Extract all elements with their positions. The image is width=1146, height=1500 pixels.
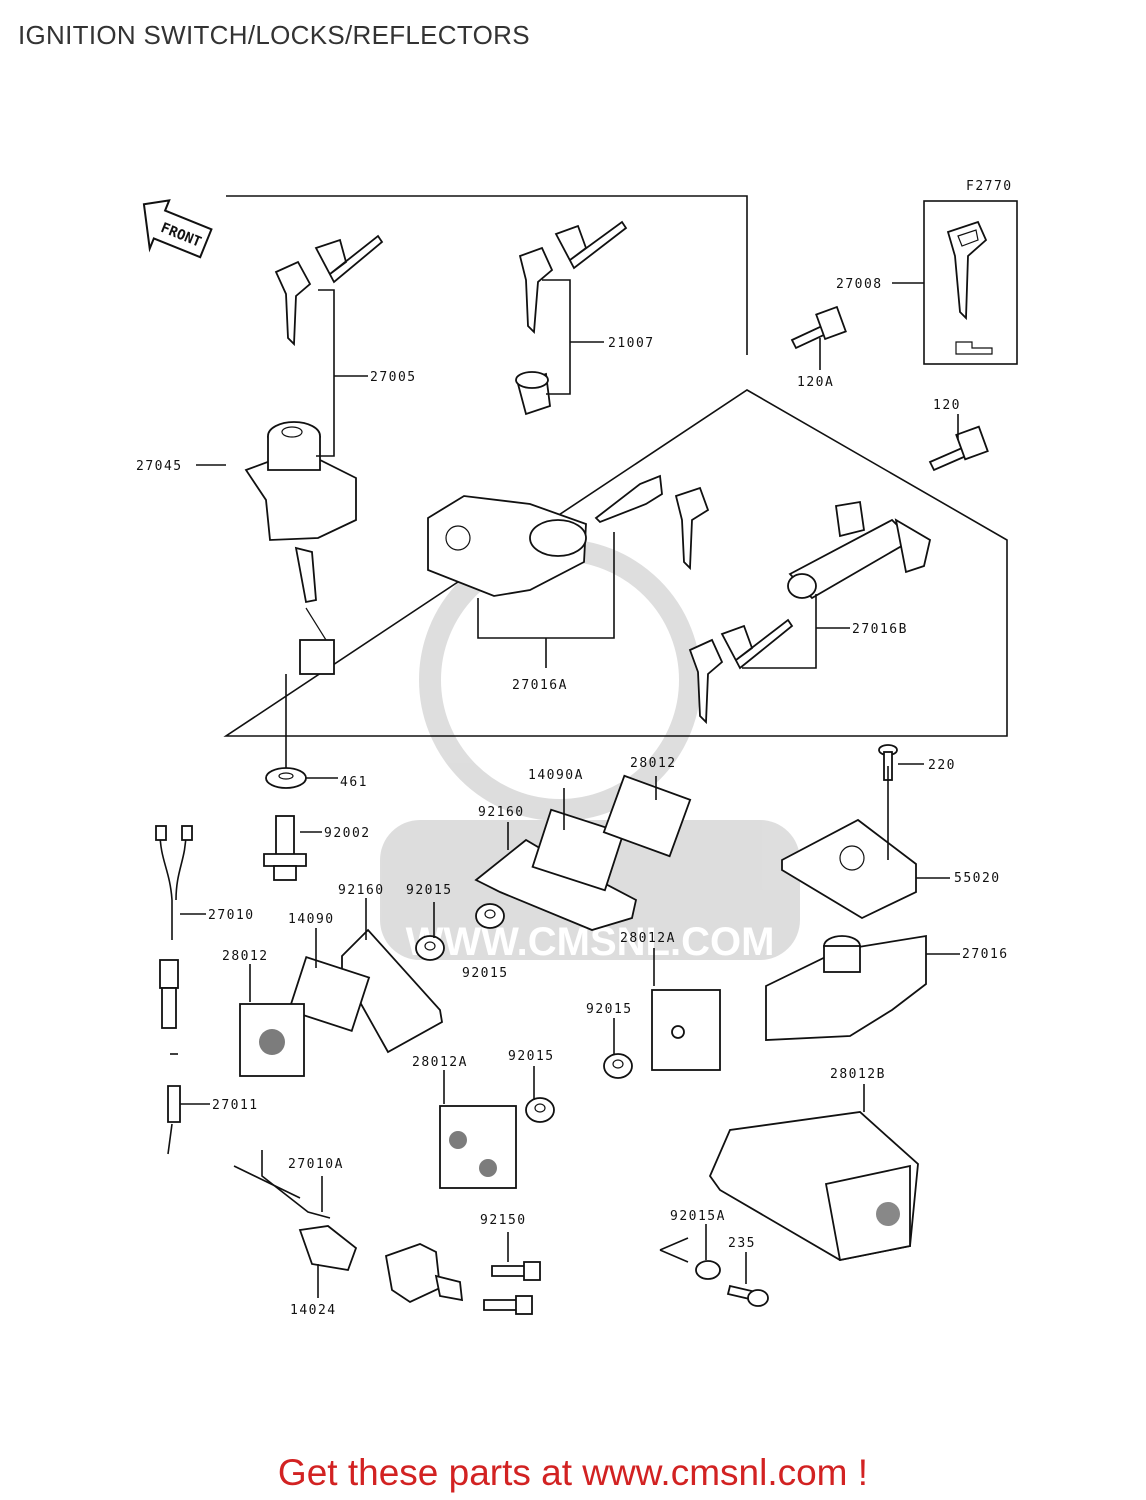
front-arrow-icon: FRONT (142, 199, 213, 259)
bolt-icon (263, 815, 307, 881)
part-label-92015a: 92015A (670, 1209, 726, 1224)
lock-body (765, 934, 927, 1041)
washer-icon (265, 767, 307, 789)
nut-icon (415, 935, 445, 961)
part-label-55020: 55020 (954, 871, 1001, 886)
reflector-icon (239, 1003, 305, 1077)
part-label-92015-lowmid: 92015 (462, 966, 509, 981)
part-label-28012-top: 28012 (630, 756, 677, 771)
page-title: IGNITION SWITCH/LOCKS/REFLECTORS (18, 20, 530, 50)
key-icon (946, 220, 993, 355)
part-label-14024: 14024 (290, 1303, 337, 1318)
part-label-27005: 27005 (370, 370, 417, 385)
reflector-mount (474, 808, 638, 931)
parts-diagram: WWW.CMSNL.COM FRONT F2770 (136, 179, 1018, 1318)
part-label-92160-top: 92160 (478, 805, 525, 820)
part-label-92160-mid: 92160 (338, 883, 385, 898)
nut-icon (695, 1260, 721, 1280)
part-label-27010: 27010 (208, 908, 255, 923)
part-label-92015-low: 92015 (508, 1049, 555, 1064)
neutral-switch-assembly (233, 1150, 464, 1304)
nut-icon (525, 1097, 555, 1123)
part-label-28012-left: 28012 (222, 949, 269, 964)
ignition-switch (244, 421, 357, 675)
part-label-27016b: 27016B (852, 622, 908, 637)
license-lamp (708, 1111, 919, 1262)
footer-cta-link[interactable]: Get these parts at www.cmsnl.com ! (277, 1452, 869, 1493)
spring-icon (167, 1053, 181, 1155)
nut-icon (475, 903, 505, 929)
part-label-92002: 92002 (324, 826, 371, 841)
part-label-461: 461 (340, 775, 368, 790)
part-label-21007: 21007 (608, 336, 655, 351)
part-label-120: 120 (933, 398, 961, 413)
assembly-frame (223, 195, 1008, 737)
key-icon (518, 220, 628, 335)
part-label-28012b: 28012B (830, 1067, 886, 1082)
part-label-92015-mid: 92015 (406, 883, 453, 898)
lock-cylinder-plug (515, 371, 551, 416)
nut-icon (603, 1053, 633, 1079)
reflector-mount (287, 928, 443, 1054)
part-label-27016a: 27016A (512, 678, 568, 693)
part-label-27011: 27011 (212, 1098, 259, 1113)
part-label-14090: 14090 (288, 912, 335, 927)
screw-icon (483, 1295, 533, 1315)
reflector-icon (439, 1105, 517, 1189)
seat-lock (787, 500, 932, 600)
part-label-28012a-low: 28012A (412, 1055, 468, 1070)
part-label-92150: 92150 (480, 1213, 527, 1228)
leader-lines (180, 279, 960, 1298)
key-icon (274, 234, 384, 347)
part-label-14090a: 14090A (528, 768, 584, 783)
screw-icon (790, 305, 847, 350)
screw-icon (726, 1284, 769, 1307)
screw-icon (491, 1261, 541, 1281)
helmet-lock (427, 495, 587, 597)
part-label-220: 220 (928, 758, 956, 773)
part-label-120a: 120A (797, 375, 834, 390)
part-label-27010a: 27010A (288, 1157, 344, 1172)
key-icon (688, 618, 794, 725)
part-label-27045: 27045 (136, 459, 183, 474)
part-label-92015-right: 92015 (586, 1002, 633, 1017)
stop-switch-wiring (155, 825, 193, 1029)
reflector-icon (602, 774, 692, 858)
part-label-27008: 27008 (836, 277, 883, 292)
lock-bracket (781, 818, 917, 920)
part-label-235: 235 (728, 1236, 756, 1251)
key-icon (594, 474, 710, 571)
reflector-icon (651, 989, 721, 1071)
part-label-27016: 27016 (962, 947, 1009, 962)
figure-code: F2770 (966, 179, 1013, 194)
part-label-28012a-mid: 28012A (620, 931, 676, 946)
screw-icon (928, 425, 989, 472)
